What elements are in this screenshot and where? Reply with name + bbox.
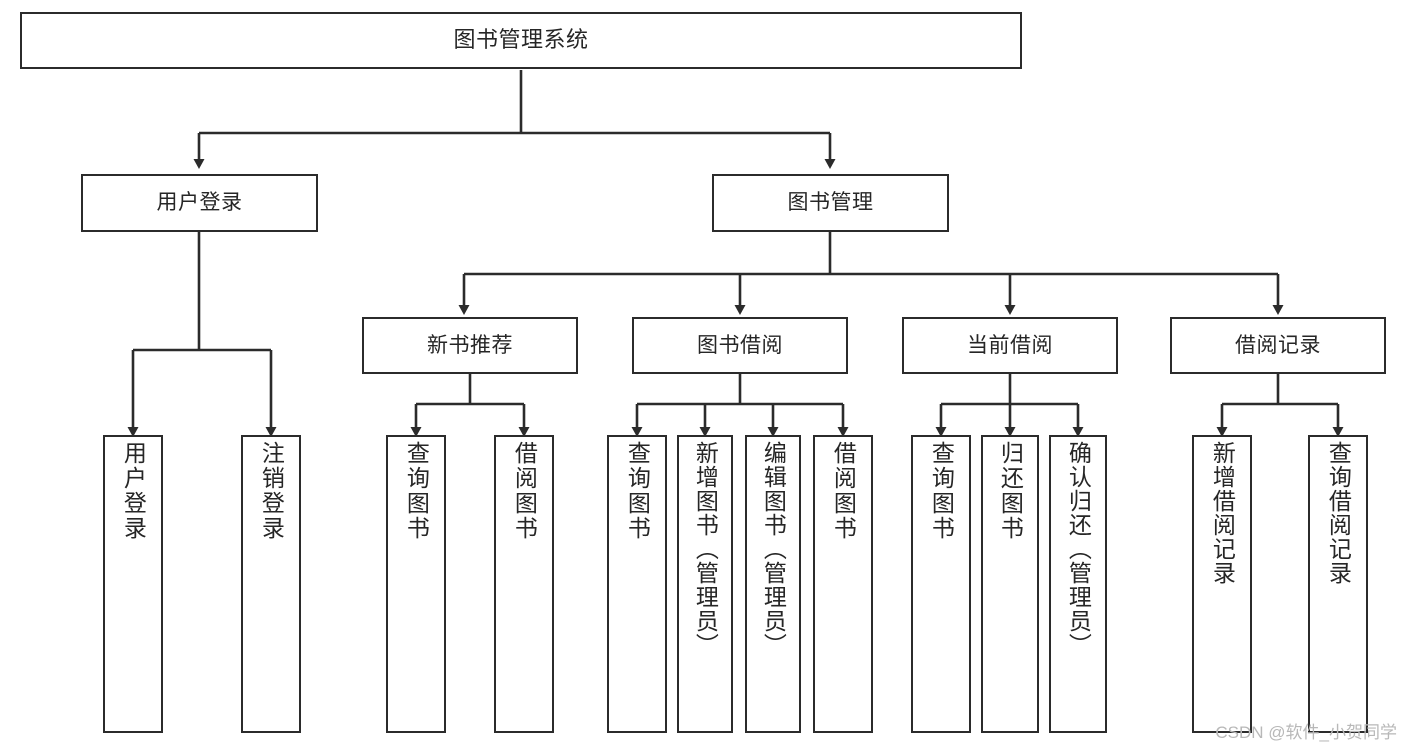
node-current-borrow[interactable]: 当前借阅 [902,317,1118,374]
node-label: 确认归还（管理员） [1065,441,1092,657]
edges-current-borrow [935,374,1084,437]
leaf-borrow-record-add[interactable]: 新增借阅记录 [1192,435,1252,733]
node-label: 图书管理系统 [453,27,589,53]
node-user-login[interactable]: 用户登录 [81,174,318,232]
leaf-book-borrow-query[interactable]: 查询图书 [607,435,667,733]
node-label: 新增借阅记录 [1209,441,1236,585]
edges-new-book [410,374,530,437]
node-book-borrow[interactable]: 图书借阅 [632,317,848,374]
node-label: 新书推荐 [427,333,513,357]
leaf-borrow-record-query[interactable]: 查询借阅记录 [1308,435,1368,733]
node-label: 借阅记录 [1235,333,1321,357]
edges-borrow-record [1216,374,1344,437]
node-label: 归还图书 [997,441,1024,541]
leaf-book-borrow-edit[interactable]: 编辑图书（管理员） [745,435,801,733]
node-label: 查询图书 [928,441,955,541]
node-label: 图书管理 [787,191,874,215]
node-label: 新增图书（管理员） [692,441,719,657]
leaf-current-borrow-confirm[interactable]: 确认归还（管理员） [1049,435,1107,733]
node-new-book-recommend[interactable]: 新书推荐 [362,317,578,374]
node-label: 查询图书 [403,441,430,541]
node-label: 编辑图书（管理员） [760,441,787,657]
edges-user-login [127,232,277,437]
node-label: 借阅图书 [511,441,538,541]
leaf-new-book-borrow[interactable]: 借阅图书 [494,435,554,733]
leaf-book-borrow-lend[interactable]: 借阅图书 [813,435,873,733]
csdn-watermark: CSDN @软件_小贺同学 [1215,723,1397,742]
node-label: 注销登录 [258,441,285,541]
node-label: 借阅图书 [830,441,857,541]
leaf-new-book-query[interactable]: 查询图书 [386,435,446,733]
node-label: 用户登录 [156,191,243,215]
edges-root [193,70,836,169]
node-borrow-record[interactable]: 借阅记录 [1170,317,1386,374]
leaf-book-borrow-add[interactable]: 新增图书（管理员） [677,435,733,733]
leaf-current-borrow-query[interactable]: 查询图书 [911,435,971,733]
node-label: 当前借阅 [967,333,1053,357]
edges-book-borrow [631,374,849,437]
node-label: 图书借阅 [697,333,783,357]
node-label: 用户登录 [120,441,147,541]
leaf-user-login-signout[interactable]: 注销登录 [241,435,301,733]
node-book-management-system[interactable]: 图书管理系统 [20,12,1022,69]
node-label: 查询借阅记录 [1325,441,1352,585]
node-label: 查询图书 [624,441,651,541]
leaf-user-login-signin[interactable]: 用户登录 [103,435,163,733]
edges-book-manage [458,232,1284,315]
leaf-current-borrow-return[interactable]: 归还图书 [981,435,1039,733]
node-book-management[interactable]: 图书管理 [712,174,949,232]
